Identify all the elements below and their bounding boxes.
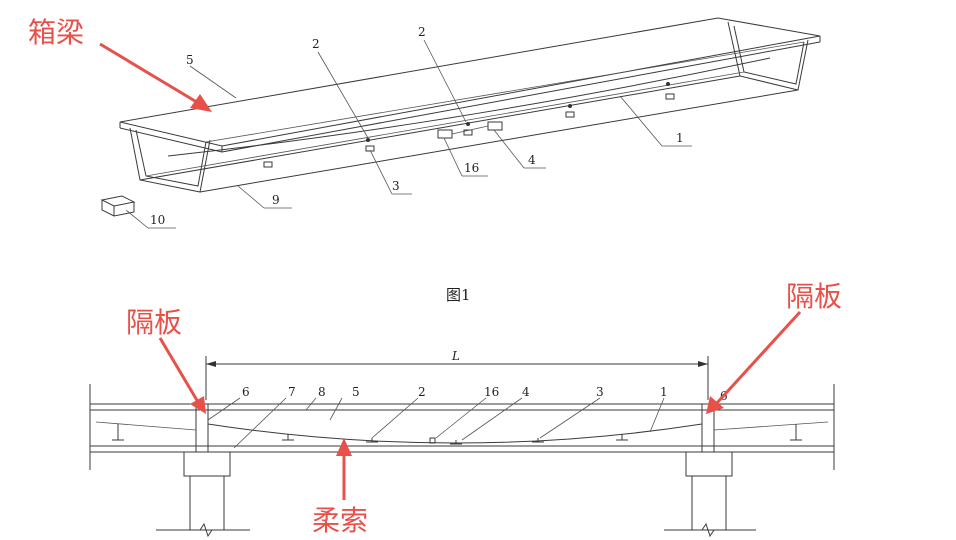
arrow-head-flexible-cable (336, 438, 352, 456)
annotation-diaphragm-left: 隔板 (126, 306, 182, 339)
annotation-box-girder: 箱梁 (28, 16, 84, 49)
label-4: 4 (528, 153, 536, 167)
fig2-label-6: 6 (242, 385, 250, 399)
label-10: 10 (150, 213, 165, 227)
device-16 (437, 129, 453, 139)
fig2-label-4: 4 (522, 385, 530, 399)
arrow-head-diaphragm-left (190, 396, 206, 414)
label-2a: 2 (312, 37, 320, 51)
box-10 (100, 195, 136, 207)
annotations: 箱梁 隔板 隔板 柔索 (28, 16, 842, 537)
figure1-caption: 图1 (446, 286, 471, 304)
fig2-label-7: 7 (288, 385, 296, 399)
span-label: L (451, 349, 460, 363)
label-9: 9 (272, 193, 280, 207)
pier-cap-right (685, 451, 733, 477)
cable-fig1 (167, 57, 771, 157)
figure2-elevation: L (89, 349, 835, 538)
end-section-right (727, 21, 809, 91)
label-5: 5 (186, 53, 194, 67)
flexible-cable (207, 423, 703, 444)
end-section-left (129, 127, 211, 193)
fig2-label-2: 2 (418, 385, 426, 399)
annotation-diaphragm-right: 隔板 (786, 280, 842, 313)
label-16: 16 (464, 161, 479, 175)
top-flange (119, 17, 821, 147)
label-2b: 2 (418, 25, 426, 39)
fig2-label-5: 5 (352, 385, 360, 399)
fig2-label-1: 1 (660, 385, 668, 399)
figure1-box-girder: 5 2 2 3 16 4 1 9 10 (100, 17, 821, 229)
arrow-head-diaphragm-right (706, 396, 724, 414)
pier-cap-left (183, 451, 231, 477)
annotation-flexible-cable: 柔索 (312, 504, 368, 537)
label-1: 1 (676, 131, 684, 145)
label-3: 3 (392, 179, 400, 193)
fig2-label-16: 16 (484, 385, 499, 399)
arrow-head-box-girder (190, 94, 212, 112)
fig2-label-8: 8 (318, 385, 326, 399)
device-4 (487, 121, 503, 131)
fig2-label-3: 3 (596, 385, 604, 399)
